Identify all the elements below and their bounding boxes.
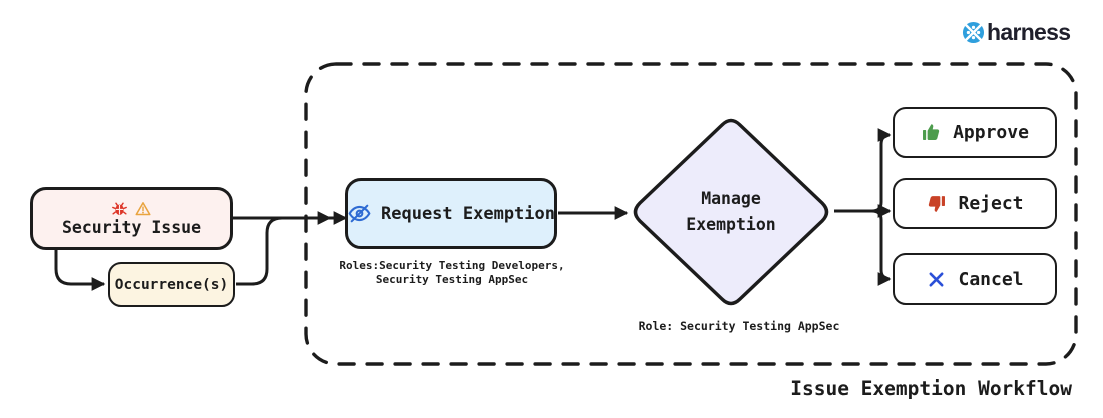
security-issue-label: Security Issue bbox=[61, 218, 202, 237]
approve-node: Approve bbox=[893, 107, 1057, 158]
request-exemption-node: Request Exemption bbox=[345, 178, 557, 249]
x-icon bbox=[929, 272, 944, 286]
approve-label: Approve bbox=[953, 122, 1029, 143]
occurrence-node: Occurrence(s) bbox=[108, 262, 235, 307]
reject-label: Reject bbox=[958, 193, 1024, 214]
bug-icon bbox=[112, 202, 127, 215]
eye-off-icon bbox=[348, 204, 371, 223]
workflow-title: Issue Exemption Workflow bbox=[790, 377, 1072, 400]
connector-manage-to-approve bbox=[871, 128, 892, 213]
roles-caption-line2: Security Testing AppSec bbox=[375, 272, 529, 286]
security-issue-icons bbox=[111, 200, 152, 217]
cancel-label: Cancel bbox=[958, 268, 1024, 290]
thumbs-up-icon bbox=[923, 124, 940, 140]
reject-node: Reject bbox=[893, 178, 1057, 229]
warning-icon bbox=[135, 202, 151, 216]
roles-caption-line1: Roles:Security Testing Developers, bbox=[339, 259, 565, 272]
request-exemption-label: Request Exemption bbox=[381, 203, 555, 224]
workflow-boundary bbox=[304, 62, 1078, 366]
occurrence-label: Occurrence(s) bbox=[114, 276, 229, 293]
manage-exemption-diamond bbox=[633, 118, 829, 306]
connector-security-to-occurrence bbox=[54, 250, 106, 291]
security-issue-node: Security Issue bbox=[30, 187, 233, 250]
thumbs-down-icon bbox=[929, 196, 946, 212]
connector-manage-to-cancel bbox=[871, 209, 892, 286]
manage-exemption-label: Manage Exemption bbox=[686, 189, 776, 234]
request-exemption-roles-caption: Roles:Security Testing Developers, Secur… bbox=[327, 259, 577, 286]
harness-logo-icon bbox=[962, 21, 985, 44]
brand-name: harness bbox=[987, 19, 1071, 45]
connector-occurrence-to-request bbox=[236, 211, 348, 286]
manage-exemption-role-caption: Role: Security Testing AppSec bbox=[638, 319, 840, 333]
harness-brand: harness bbox=[962, 19, 1071, 46]
cancel-node: Cancel bbox=[893, 253, 1057, 305]
